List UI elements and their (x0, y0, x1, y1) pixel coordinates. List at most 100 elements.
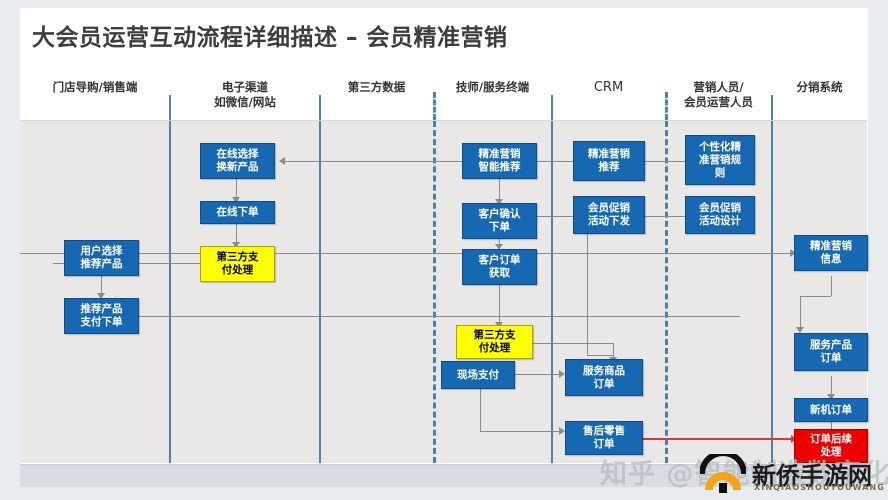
node-n01[interactable]: 在线选择 换新产品 (200, 143, 275, 179)
lane-header-thirdparty: 第三方数据 (320, 80, 433, 95)
lane-header-crm-line1: CRM (593, 80, 624, 95)
node-n17-line1: 精准营销 (810, 240, 852, 252)
lane-header-distributor-line1: 分销系统 (796, 80, 843, 94)
node-n08-line1: 客户订单 (478, 254, 521, 266)
node-n15-line1: 个性化精 (699, 140, 741, 153)
lane-header-store-line1: 门店导购/销售端 (52, 80, 138, 94)
node-n16-line2: 活动设计 (699, 215, 741, 227)
node-n06-line2: 智能推荐 (478, 161, 521, 173)
connector-n18-to-n19 (831, 376, 832, 398)
connector-arrow-to-n17 (790, 249, 796, 257)
node-n18-line2: 订单 (820, 352, 842, 364)
connector-arrow-n17-to-n18 (796, 327, 804, 333)
node-n14-line1: 售后零售 (583, 425, 625, 437)
connector-n10-to-n14-h (480, 431, 563, 432)
brand-name: 新侨手游网 (752, 462, 872, 490)
lane-divider-head-6 (771, 95, 773, 120)
lane-header-technician-line1: 技师/服务终端 (455, 80, 530, 94)
lane-header-marketer-line2: 会员运营人员 (684, 95, 753, 109)
connector-n17-to-n18-v2 (800, 296, 801, 331)
node-n09-line1: 第三方支 (473, 329, 516, 341)
connector-rail-to-n04 (136, 263, 246, 264)
brand-watermark: 新侨手游网 XINQIAOSHOUYOUWANG (700, 452, 888, 500)
node-n18[interactable]: 服务产品 订单 (794, 333, 868, 371)
node-n17[interactable]: 精准营销 信息 (794, 235, 868, 271)
node-n04[interactable]: 用户选择 推荐产品 (64, 240, 139, 276)
connector-arrow-n18-to-n19 (827, 394, 835, 400)
connector-n10-to-n14-v (480, 389, 481, 431)
connector-n14-to-n20 (643, 438, 795, 440)
lane-header-crm: CRM (552, 80, 665, 95)
connector-to-n17 (20, 253, 794, 254)
connector-arrow-n06-to-n07 (495, 199, 503, 205)
node-n11-line2: 推荐 (598, 161, 620, 173)
connector-arrow-n06-to-n01 (279, 157, 285, 165)
node-n02[interactable]: 在线下单 (200, 201, 275, 224)
connector-n16-to-n12 (645, 216, 685, 217)
node-n01-line1: 在线选择 (216, 148, 259, 160)
lane-divider-head-3 (433, 92, 436, 120)
node-n13-line2: 订单 (593, 377, 615, 390)
connector-n10-to-n13 (515, 374, 563, 375)
node-n04-line1: 用户选择 (80, 245, 123, 257)
connector-n02-to-n03 (236, 224, 237, 246)
node-n14[interactable]: 售后零售 订单 (565, 421, 643, 455)
connector-n06-to-n07 (499, 179, 500, 203)
connector-n12-to-n07 (533, 216, 577, 217)
node-n10-line1: 现场支付 (457, 368, 499, 381)
arch-logo-icon (700, 454, 746, 493)
node-n12-line1: 会员促销 (588, 202, 630, 214)
node-n10[interactable]: 现场支付 (441, 361, 515, 389)
lane-divider-head-2 (319, 95, 321, 120)
lane-header-marketer: 营销人员/ 会员运营人员 (665, 80, 772, 110)
connector-n19-to-n20 (831, 421, 832, 429)
connector-arrow-n10-to-n13 (559, 370, 565, 378)
node-n05[interactable]: 推荐产品 支付下单 (64, 298, 139, 334)
lane-header-echannel-line1: 电子渠道 (222, 80, 268, 94)
node-n03-line1: 第三方支 (216, 251, 259, 263)
node-n07-line1: 客户确认 (478, 208, 521, 220)
lane-header-store: 门店导购/销售端 (20, 80, 170, 95)
node-n04-line2: 推荐产品 (80, 258, 123, 270)
node-n06[interactable]: 精准营销 智能推荐 (462, 143, 537, 179)
connector-n09-to-n13-v (613, 343, 614, 361)
node-n14-line2: 订单 (593, 438, 615, 450)
node-n01-line2: 换新产品 (216, 161, 259, 173)
connector-n11-to-n06 (533, 161, 573, 162)
node-n06-line1: 精准营销 (478, 148, 521, 160)
lane-divider-head-1 (169, 95, 171, 120)
connector-arrow-n02-to-n03 (232, 242, 240, 248)
connector-n04-to-n05 (101, 276, 102, 298)
node-n15-line3: 则 (714, 166, 726, 179)
node-n12[interactable]: 会员促销 活动下发 (573, 196, 645, 234)
node-n11[interactable]: 精准营销 推荐 (573, 141, 645, 181)
node-n13[interactable]: 服务商品 订单 (565, 359, 643, 396)
connector-arrow-n07-to-n08 (495, 244, 503, 250)
diagram-canvas: 在线选择 换新产品 在线下单 第三方支 付处理 用户选择 推荐产品 推荐产品 支… (20, 120, 868, 463)
node-n20[interactable]: 订单后续 处理 (794, 429, 868, 463)
node-n07[interactable]: 客户确认 下单 (462, 203, 537, 239)
connector-n06-to-n01 (285, 161, 474, 162)
page-title: 大会员运营互动流程详细描述 – 会员精准营销 (32, 25, 508, 51)
node-n15[interactable]: 个性化精 准营销规 则 (685, 135, 755, 185)
lane-header-echannel: 电子渠道 如微信/网站 (170, 80, 320, 110)
connector-n09-to-n13 (533, 343, 613, 344)
connector-n15-to-n11 (645, 161, 685, 162)
brand-pinyin: XINQIAOSHOUYOUWANG (754, 483, 885, 492)
node-n19-line1: 新机订单 (810, 403, 852, 416)
lane-divider-crm-marketer (665, 121, 668, 463)
lane-header-echannel-line2: 如微信/网站 (214, 95, 276, 109)
node-n19[interactable]: 新机订单 (794, 398, 868, 422)
connector-n08-to-n09 (499, 271, 500, 326)
lane-divider-echannel-thirdparty (319, 121, 321, 463)
footer-band (20, 464, 867, 487)
node-n08[interactable]: 客户订单 获取 (462, 249, 537, 285)
node-n15-line2: 准营销规 (699, 153, 741, 166)
connector-n12-down (587, 233, 588, 355)
connector-arrow-n10-to-n14 (559, 427, 565, 435)
node-n03[interactable]: 第三方支 付处理 (200, 246, 275, 282)
node-n09[interactable]: 第三方支 付处理 (456, 325, 533, 359)
node-n17-line2: 信息 (820, 253, 842, 265)
node-n16[interactable]: 会员促销 活动设计 (685, 196, 755, 234)
